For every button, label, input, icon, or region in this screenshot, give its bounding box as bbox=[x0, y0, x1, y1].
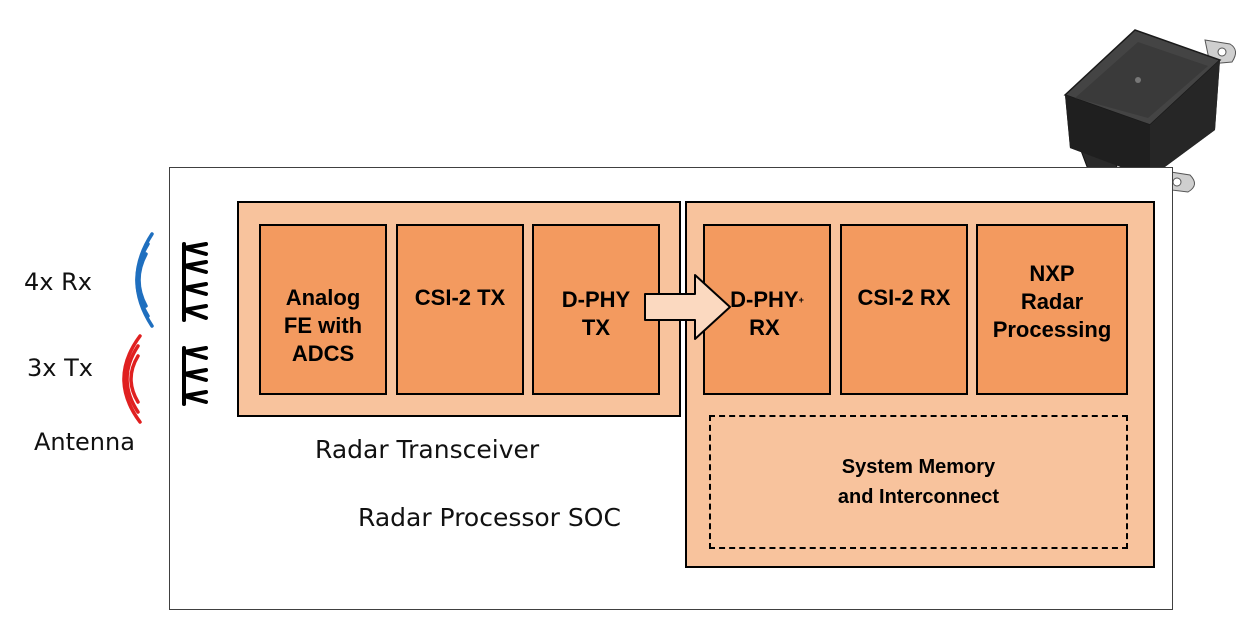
nxp-radar-processing-block: NXP Radar Processing bbox=[976, 224, 1128, 395]
csi2-tx-block: CSI-2 TX bbox=[396, 224, 524, 395]
tx-wave-icon bbox=[122, 334, 142, 424]
antenna-array-icon bbox=[182, 242, 208, 406]
antenna-label: Antenna bbox=[34, 428, 135, 456]
rx-wave-icon bbox=[135, 232, 154, 328]
dphy-rx-mark: + bbox=[798, 295, 804, 305]
dphy-rx-label: D-PHY RX bbox=[730, 287, 799, 340]
rx-count-label: 4x Rx bbox=[24, 268, 92, 296]
radar-processor-soc-label: Radar Processor SOC bbox=[358, 503, 621, 532]
data-transfer-arrow bbox=[644, 274, 731, 340]
csi2-rx-block: CSI-2 RX bbox=[840, 224, 968, 395]
analog-fe-block: Analog FE with ADCS bbox=[259, 224, 387, 395]
radar-transceiver-label: Radar Transceiver bbox=[315, 435, 540, 464]
system-memory-interconnect-box: System Memory and Interconnect bbox=[709, 415, 1128, 549]
tx-count-label: 3x Tx bbox=[27, 354, 93, 382]
